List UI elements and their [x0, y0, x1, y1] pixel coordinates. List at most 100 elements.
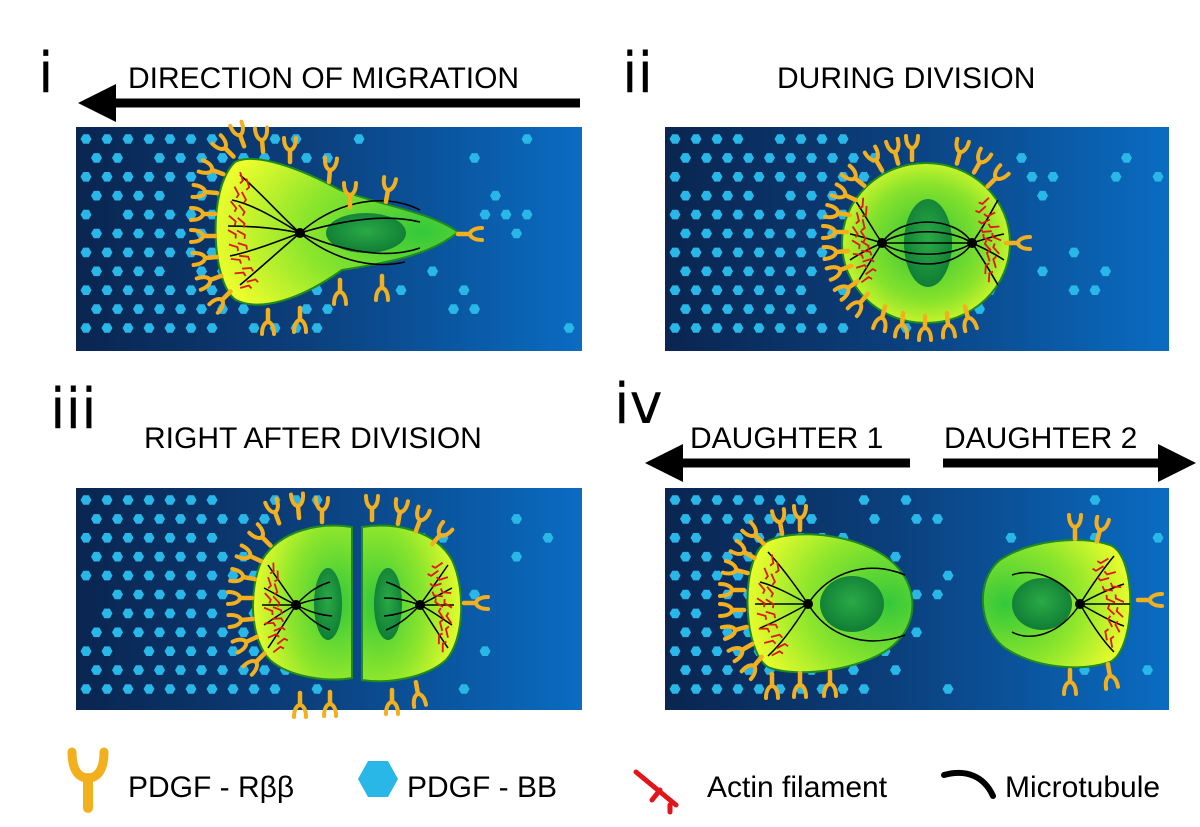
- ligand-hexagon: [1037, 190, 1048, 201]
- ligand-hexagon: [133, 627, 144, 638]
- ligand-hexagon: [1121, 153, 1132, 163]
- receptor-glyph: [832, 278, 861, 302]
- ligand-hexagon: [196, 266, 207, 277]
- ligand-hexagon: [80, 172, 92, 182]
- receptor-glyph: [322, 689, 338, 718]
- ligand-hexagon: [563, 323, 575, 333]
- receptor-glyph: [226, 612, 256, 630]
- actin-filament: [859, 230, 867, 243]
- ligand-hexagon: [122, 608, 134, 619]
- receptor-glyph: [411, 679, 428, 709]
- ligand-hexagon: [101, 646, 113, 656]
- ligand-hexagon: [890, 665, 901, 675]
- ligand-hexagon: [701, 514, 712, 524]
- ligand-hexagon: [1152, 533, 1164, 543]
- ligand-hexagon: [185, 684, 197, 694]
- receptor-glyph: [1094, 514, 1111, 544]
- ligand-hexagon: [701, 153, 712, 163]
- actin-filament: [763, 567, 769, 580]
- ligand-hexagon: [942, 684, 954, 694]
- actin-filament: [438, 618, 444, 632]
- ligand-hexagon: [238, 304, 249, 314]
- ligand-hexagon: [869, 514, 880, 524]
- ligand-hexagon: [774, 134, 786, 144]
- actin-filament: [445, 612, 453, 624]
- ligand-hexagon: [722, 514, 733, 524]
- actin-filament: [978, 197, 990, 205]
- actin-filament: [267, 633, 280, 639]
- actin-filament: [771, 650, 784, 657]
- receptor-glyph: [292, 305, 308, 334]
- ligand-hexagon: [101, 285, 113, 295]
- panel-iii: iii RIGHT AFTER DIVISION: [50, 377, 582, 719]
- ligand-hexagon: [753, 684, 765, 694]
- ligand-hexagon: [701, 190, 712, 201]
- ligand-hexagon: [753, 209, 765, 220]
- ligand-hexagon: [669, 134, 681, 144]
- ligand-hexagon: [732, 285, 744, 295]
- receptor-glyph: [247, 522, 273, 548]
- ligand-hexagon: [80, 285, 92, 295]
- actin-filament: [239, 284, 253, 290]
- receptor-glyph: [739, 654, 764, 682]
- ligand-hexagon: [164, 285, 176, 295]
- ligand-hexagon: [711, 209, 723, 220]
- ligand-hexagon: [154, 589, 165, 600]
- ligand-hexagon: [785, 228, 796, 239]
- ligand-hexagon: [732, 495, 744, 505]
- receptor-glyph: [823, 203, 853, 220]
- ligand-hexagon: [732, 323, 744, 333]
- cell-i: [189, 119, 484, 336]
- ligand-hexagon: [680, 304, 691, 314]
- ligand-hexagon: [669, 570, 681, 581]
- receptor-glyph: [461, 595, 490, 611]
- ligand-hexagon: [722, 190, 733, 201]
- ligand-hexagon: [1089, 495, 1101, 505]
- actin-filament: [1106, 604, 1116, 616]
- ligand-hexagon: [690, 209, 702, 220]
- actin-filament: [1114, 620, 1121, 633]
- actin-filaments-iv-2: [1092, 557, 1125, 648]
- receptor-glyph: [413, 504, 432, 534]
- daughter-1-label: DAUGHTER 1: [690, 422, 883, 455]
- ligand-hexagon: [701, 551, 712, 562]
- ligand-hexagon: [732, 209, 744, 220]
- actin-filament: [776, 642, 789, 649]
- ligand-hexagon: [795, 209, 807, 220]
- receptor-glyph: [288, 491, 306, 521]
- ligand-hexagon: [669, 247, 681, 258]
- actin-filament: [272, 645, 285, 654]
- actin-filament: [984, 262, 990, 275]
- receptor-glyph: [384, 687, 400, 716]
- ligand-hexagon: [774, 285, 786, 295]
- ligand-hexagon: [458, 684, 470, 694]
- ligand-hexagon: [785, 190, 796, 201]
- ligand-hexagon: [785, 514, 796, 524]
- ligand-hexagon: [722, 551, 733, 562]
- ligand-hexagon: [112, 665, 123, 675]
- actin-filament: [1096, 557, 1109, 565]
- actin-filament: [1107, 615, 1113, 628]
- ligand-hexagon: [753, 323, 765, 333]
- ligand-hexagon: [680, 551, 691, 562]
- receptor-glyph: [263, 496, 282, 526]
- receptors-iii-left: [226, 491, 338, 719]
- actin-filament: [860, 219, 866, 232]
- ligand-hexagon: [743, 190, 754, 201]
- ligand-hexagon: [521, 209, 533, 220]
- ligand-hexagon: [133, 514, 144, 524]
- actin-filaments-iii-left: [263, 562, 289, 654]
- actin-filament: [233, 186, 240, 199]
- receptor-glyph: [940, 310, 958, 340]
- receptor-glyph: [871, 304, 888, 334]
- centrosome: [291, 600, 301, 610]
- actin-filament: [851, 239, 861, 250]
- ligand-hexagon: [311, 684, 323, 694]
- actin-filament: [276, 637, 289, 645]
- cell-iv-daughter1: [718, 504, 914, 700]
- ligand-hexagon: [154, 627, 165, 638]
- ligand-hexagon: [1142, 665, 1153, 675]
- ligand-hexagon: [175, 589, 186, 600]
- ligand-hexagon: [753, 247, 765, 258]
- ligand-hexagon: [732, 684, 744, 694]
